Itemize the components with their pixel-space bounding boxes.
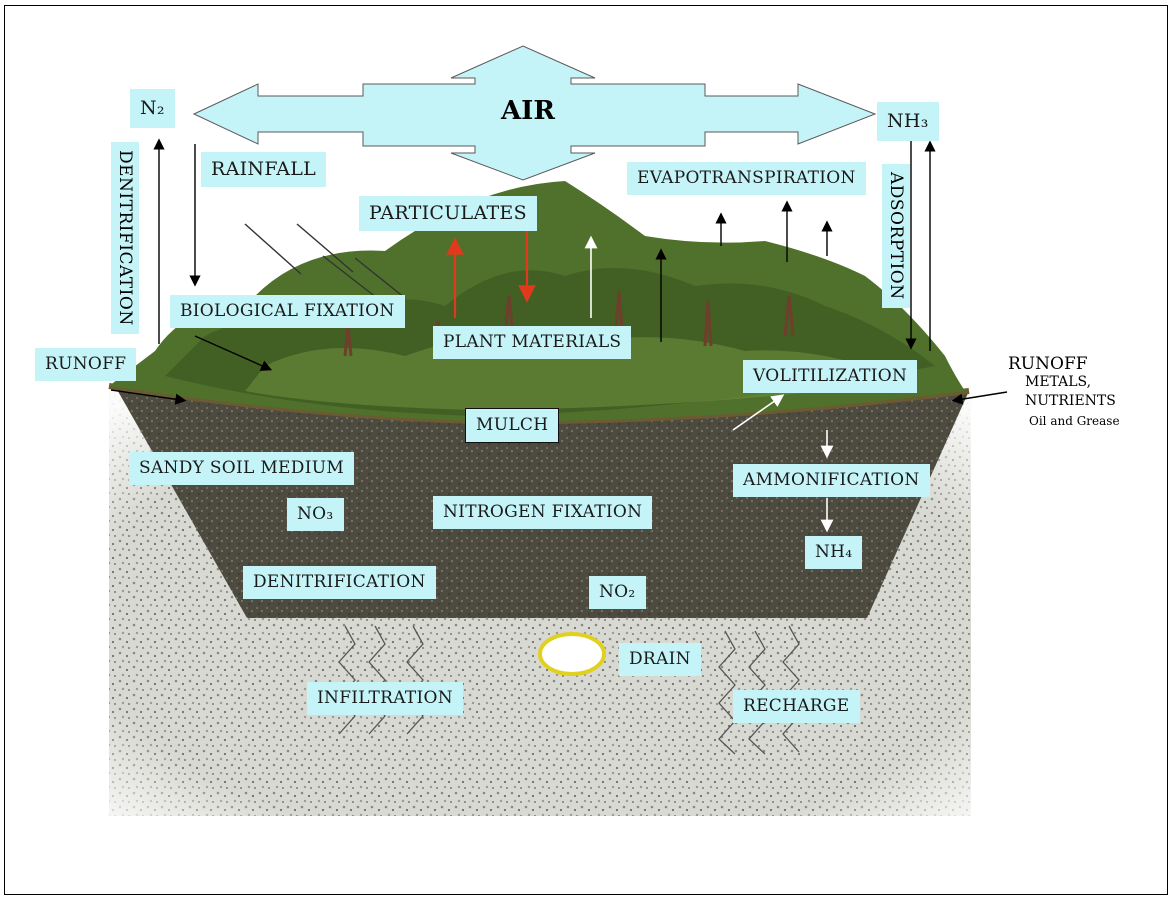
drain-label: DRAIN [619,643,701,676]
metals-label: METALS, [1025,374,1092,390]
nitrogen-fixation-label: NITROGEN FIXATION [433,496,653,529]
nutrients-label: NUTRIENTS [1025,393,1116,409]
infiltration-label: INFILTRATION [307,682,463,715]
air-label: AIR [501,96,555,126]
nh4-label: NH₄ [805,536,863,569]
adsorption-label: ADSORPTION [882,164,910,308]
bioretention-illustration [108,45,1008,816]
evapotranspiration-label: EVAPOTRANSPIRATION [627,162,866,195]
flux-arrows [110,126,1008,405]
no2-label: NO₂ [589,576,646,609]
air-arrow-shape [192,45,877,181]
particulate-arrows [446,221,536,318]
oil-grease-label: Oil and Grease [1029,414,1120,428]
volitilization-label: VOLITILIZATION [743,360,918,393]
drain-pipe [538,632,606,676]
nh3-label: NH₃ [877,102,939,141]
no3-label: NO₃ [287,498,344,531]
runoff-right-label: RUNOFF [1008,354,1088,374]
mulch-label: MULCH [465,408,560,443]
n2-label: N₂ [130,89,175,128]
rainfall-lines [244,223,406,299]
biological-fixation-label: BIOLOGICAL FIXATION [170,295,405,328]
rainfall-label: RAINFALL [201,152,327,187]
sandy-soil-label: SANDY SOIL MEDIUM [129,452,355,485]
white-arrows [584,235,834,533]
ammonification-label: AMMONIFICATION [733,464,930,497]
recharge-label: RECHARGE [733,690,860,723]
plant-materials-label: PLANT MATERIALS [433,326,632,359]
diagram-frame: AIR N₂ NH₃ RAINFALL PARTICULATES EVAPOTR… [4,5,1168,895]
runoff-left-label: RUNOFF [35,348,137,381]
denitrification-vertical-label: DENITRIFICATION [111,142,139,334]
denitrification-label: DENITRIFICATION [243,566,436,599]
zigzag-lines [338,625,800,755]
particulates-label: PARTICULATES [359,196,537,231]
